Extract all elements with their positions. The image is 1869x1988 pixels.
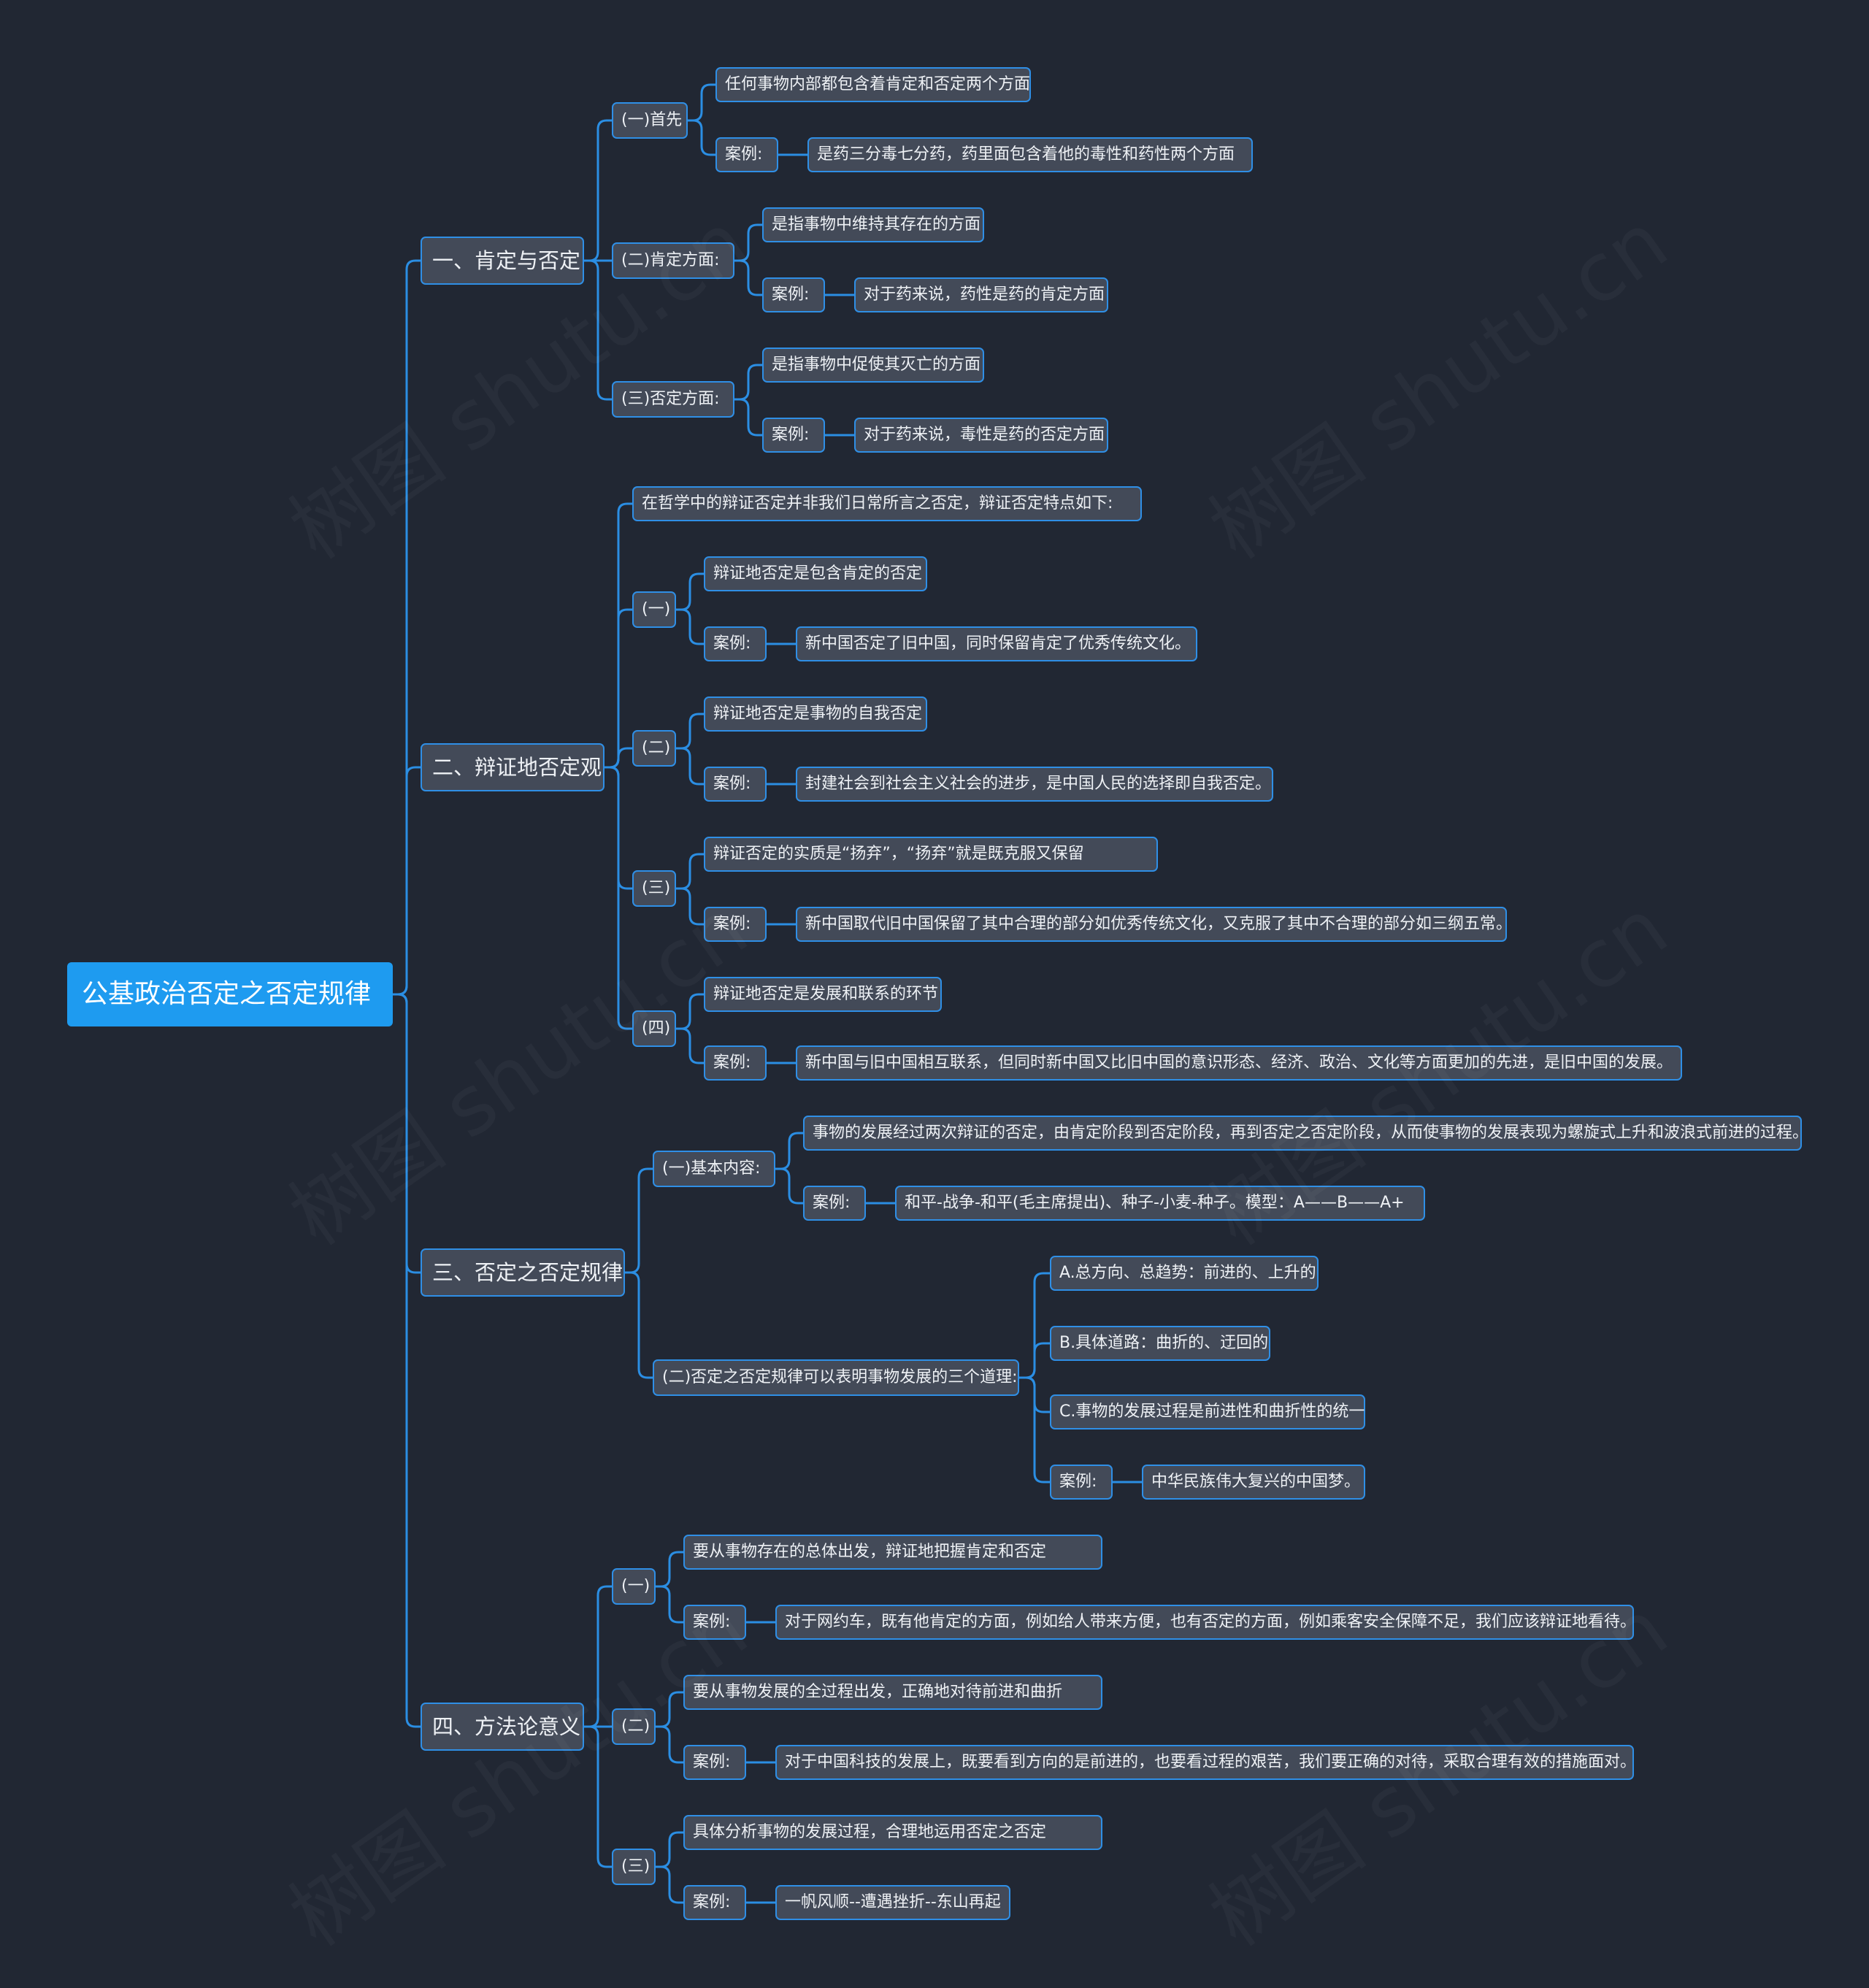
leaf-2-2-statement[interactable]: 辩证地否定是事物的自我否定 xyxy=(704,696,927,732)
subtopic-1-1[interactable]: (一)首先 xyxy=(612,102,688,139)
connector-s3-s3a xyxy=(625,1167,653,1274)
subtopic-4-3[interactable]: (三) xyxy=(612,1849,656,1885)
connector-s4b-s4b1 xyxy=(656,1691,683,1728)
leaf-2-3-statement[interactable]: 辩证否定的实质是“扬弃”，“扬弃”就是既克服又保留 xyxy=(704,837,1158,872)
case-value-4-1[interactable]: 对于网约车，既有他肯定的方面，例如给人带来方便，也有否定的方面，例如乘客安全保障… xyxy=(775,1605,1636,1640)
case-value-2-2[interactable]: 封建社会到社会主义社会的进步，是中国人民的选择即自我否定。 xyxy=(796,767,1273,802)
case-value-3-1[interactable]: 和平-战争-和平(毛主席提出)、种子-小麦-种子。模型：A——B——A+ xyxy=(895,1186,1425,1221)
leaf-2-1-statement[interactable]: 辩证地否定是包含肯定的否定 xyxy=(704,556,927,591)
case-label-1-1[interactable]: 案例: xyxy=(715,137,778,172)
subtopic-4-1[interactable]: (一) xyxy=(612,1568,656,1605)
leaf-3-2-a[interactable]: A.总方向、总趋势：前进的、上升的 xyxy=(1050,1256,1319,1291)
intro-2[interactable]: 在哲学中的辩证否定并非我们日常所言之否定，辩证否定特点如下: xyxy=(632,486,1142,521)
connector-s2c-s2c1 xyxy=(676,853,704,890)
case-label-4-3[interactable]: 案例: xyxy=(683,1885,746,1920)
connector-s4c-s4c1 xyxy=(656,1831,683,1868)
case-value-1-2[interactable]: 对于药来说，药性是药的肯定方面 xyxy=(854,277,1108,312)
connector-s3b-s3b4 xyxy=(1019,1376,1050,1484)
branch-section-4[interactable]: 四、方法论意义 xyxy=(421,1703,584,1751)
connector-s1-s1c xyxy=(584,259,612,401)
case-label-1-2[interactable]: 案例: xyxy=(762,277,825,312)
leaf-3-2-c[interactable]: C.事物的发展过程是前进性和曲折性的统一 xyxy=(1050,1394,1365,1429)
connector-s2d-s2d1 xyxy=(676,993,704,1030)
subtopic-3-1[interactable]: (一)基本内容: xyxy=(653,1151,775,1187)
connector-s3a-s3a1 xyxy=(775,1132,803,1170)
subtopic-1-2[interactable]: (二)肯定方面: xyxy=(612,242,734,279)
connector-s1a-s1a1 xyxy=(688,83,715,122)
leaf-3-2-b[interactable]: B.具体道路：曲折的、迂回的 xyxy=(1050,1326,1270,1361)
connector-s2a-s2a2 xyxy=(676,608,704,645)
case-value-1-3[interactable]: 对于药来说，毒性是药的否定方面 xyxy=(854,418,1108,453)
connector-s1c-s1c2 xyxy=(734,398,762,437)
connector-s3-s3b xyxy=(625,1271,653,1379)
case-label-2-2[interactable]: 案例: xyxy=(704,767,767,802)
connector-s4a-s4a2 xyxy=(656,1585,683,1624)
leaf-1-3-statement[interactable]: 是指事物中促使其灭亡的方面 xyxy=(762,348,984,383)
case-label-3-1[interactable]: 案例: xyxy=(803,1186,866,1221)
connector-s1b-s1b2 xyxy=(734,259,762,296)
root-topic[interactable]: 公基政治否定之否定规律 xyxy=(67,962,393,1026)
connector-s3a-s3a2 xyxy=(775,1167,803,1205)
connector-s2b-s2b2 xyxy=(676,747,704,786)
branch-section-2[interactable]: 二、辩证地否定观 xyxy=(421,743,605,791)
subtopic-2-1[interactable]: (一) xyxy=(632,591,676,628)
case-label-2-1[interactable]: 案例: xyxy=(704,626,767,661)
case-value-1-1[interactable]: 是药三分毒七分药，药里面包含着他的毒性和药性两个方面 xyxy=(807,137,1253,172)
connector-s4-s4c xyxy=(584,1725,612,1868)
case-value-2-1[interactable]: 新中国否定了旧中国，同时保留肯定了优秀传统文化。 xyxy=(796,626,1197,661)
connector-s1-s1a xyxy=(584,119,612,262)
subtopic-4-2[interactable]: (二) xyxy=(612,1708,656,1745)
connector-s4c-s4c2 xyxy=(656,1865,683,1904)
connector-s4a-s4a1 xyxy=(656,1551,683,1588)
case-label-2-4[interactable]: 案例: xyxy=(704,1045,767,1081)
connector-s2-s2d xyxy=(605,766,632,1030)
case-value-2-4[interactable]: 新中国与旧中国相互联系，但同时新中国又比旧中国的意识形态、经济、政治、文化等方面… xyxy=(796,1045,1682,1081)
subtopic-2-3[interactable]: (三) xyxy=(632,870,676,907)
case-label-3-2[interactable]: 案例: xyxy=(1050,1465,1113,1500)
connector-s2-s2a xyxy=(605,608,632,769)
leaf-1-2-statement[interactable]: 是指事物中维持其存在的方面 xyxy=(762,207,984,242)
case-value-3-2[interactable]: 中华民族伟大复兴的中国梦。 xyxy=(1142,1465,1365,1500)
subtopic-3-2[interactable]: (二)否定之否定规律可以表明事物发展的三个道理: xyxy=(653,1359,1019,1396)
connector-s3b-s3b2 xyxy=(1019,1342,1050,1379)
connector-s2d-s2d2 xyxy=(676,1027,704,1064)
subtopic-1-3[interactable]: (三)否定方面: xyxy=(612,381,734,418)
case-value-4-3[interactable]: 一帆风顺--遭遇挫折--东山再起 xyxy=(775,1885,1010,1920)
case-label-1-3[interactable]: 案例: xyxy=(762,418,825,453)
connector-s4-s4a xyxy=(584,1585,612,1728)
connector-root-s2 xyxy=(393,766,421,996)
connector-s2a-s2a1 xyxy=(676,572,704,611)
branch-section-1[interactable]: 一、肯定与否定 xyxy=(421,237,584,285)
case-value-4-2[interactable]: 对于中国科技的发展上，既要看到方向的是前进的，也要看过程的艰苦，我们要正确的对待… xyxy=(775,1745,1636,1780)
connector-s1a-s1a2 xyxy=(688,119,715,156)
connector-root-s4 xyxy=(393,993,421,1728)
connector-s1c-s1c1 xyxy=(734,364,762,401)
subtopic-2-4[interactable]: (四) xyxy=(632,1010,676,1047)
connector-s2c-s2c2 xyxy=(676,887,704,926)
case-label-4-1[interactable]: 案例: xyxy=(683,1605,746,1640)
leaf-2-4-statement[interactable]: 辩证地否定是发展和联系的环节 xyxy=(704,977,942,1012)
subtopic-2-2[interactable]: (二) xyxy=(632,730,676,767)
leaf-3-1-statement[interactable]: 事物的发展经过两次辩证的否定，由肯定阶段到否定阶段，再到否定之否定阶段，从而使事… xyxy=(803,1116,1808,1151)
leaf-4-1-statement[interactable]: 要从事物存在的总体出发，辩证地把握肯定和否定 xyxy=(683,1535,1102,1570)
leaf-4-3-statement[interactable]: 具体分析事物的发展过程，合理地运用否定之否定 xyxy=(683,1815,1102,1850)
connector-s2b-s2b1 xyxy=(676,713,704,750)
leaf-1-1-statement[interactable]: 任何事物内部都包含着肯定和否定两个方面 xyxy=(715,67,1031,102)
case-label-2-3[interactable]: 案例: xyxy=(704,907,767,942)
case-value-2-3[interactable]: 新中国取代旧中国保留了其中合理的部分如优秀传统文化，又克服了其中不合理的部分如三… xyxy=(796,907,1512,942)
branch-section-3[interactable]: 三、否定之否定规律 xyxy=(421,1248,625,1297)
connector-s4b-s4b2 xyxy=(656,1725,683,1764)
case-label-4-2[interactable]: 案例: xyxy=(683,1745,746,1780)
leaf-4-2-statement[interactable]: 要从事物发展的全过程出发，正确地对待前进和曲折 xyxy=(683,1675,1102,1710)
connector-s1b-s1b1 xyxy=(734,223,762,262)
